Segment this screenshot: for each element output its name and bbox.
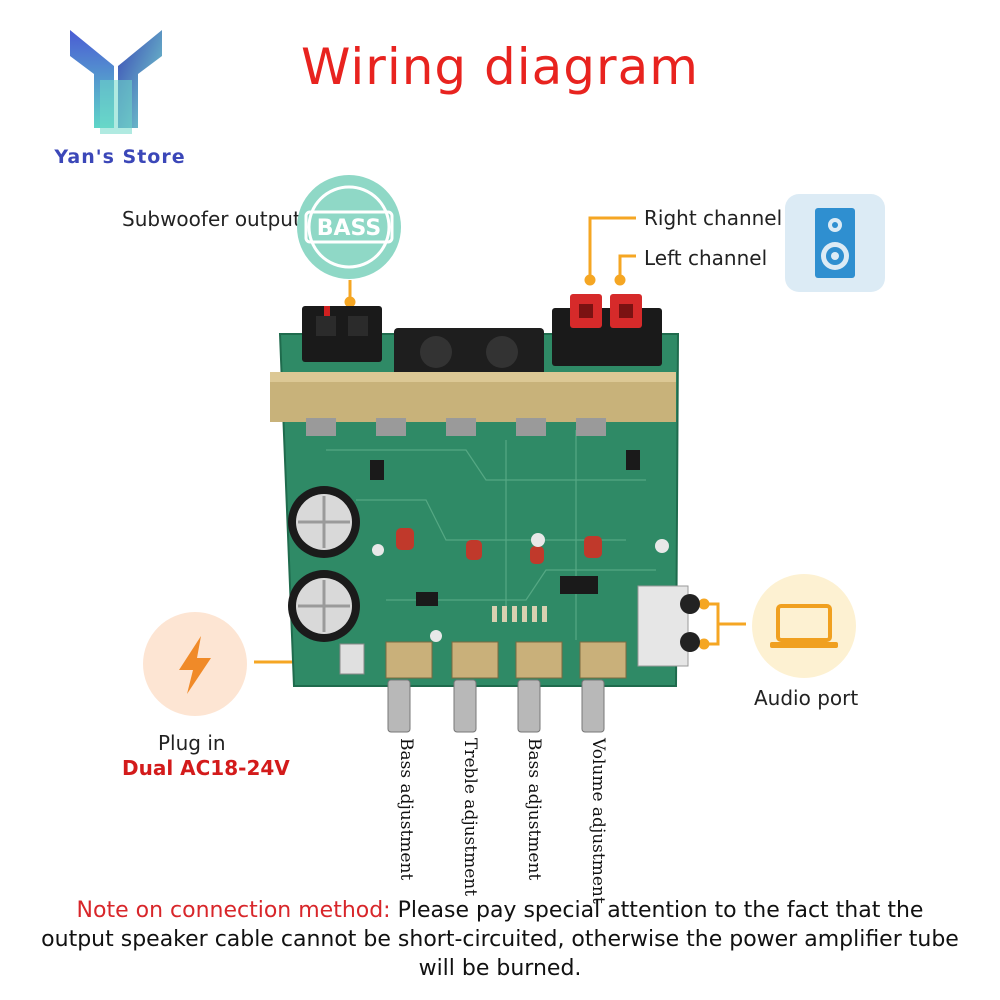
connection-note: Note on connection method: Please pay sp… (40, 896, 960, 983)
knob-shafts (387, 679, 605, 733)
knob-label-1: Bass adjustment (396, 738, 416, 881)
right-channel-label: Right channel (644, 206, 783, 230)
knob-label-4: Volume adjustment (588, 738, 608, 904)
logo-y-icon (70, 30, 162, 134)
subwoofer-output-label: Subwoofer output (122, 207, 301, 231)
left-channel-label: Left channel (644, 246, 768, 270)
laptop-icon (752, 574, 856, 678)
knob-label-2: Treble adjustment (460, 738, 480, 897)
speaker-icon (785, 194, 885, 292)
store-name: Yan's Store (54, 146, 186, 168)
audio-port-label: Audio port (754, 686, 859, 710)
plug-in-label: Plug in (158, 731, 226, 755)
knob-label-3: Bass adjustment (524, 738, 544, 881)
note-text: Please pay special attention to the fact… (41, 898, 959, 981)
amplifier-board (270, 294, 700, 687)
bass-badge-text: BASS (317, 216, 382, 241)
lightning-icon (143, 612, 247, 716)
note-prefix: Note on connection method: (76, 898, 391, 923)
page-title: Wiring diagram (301, 38, 699, 96)
bass-icon: BASS (297, 175, 401, 279)
plug-voltage-label: Dual AC18-24V (122, 756, 290, 780)
